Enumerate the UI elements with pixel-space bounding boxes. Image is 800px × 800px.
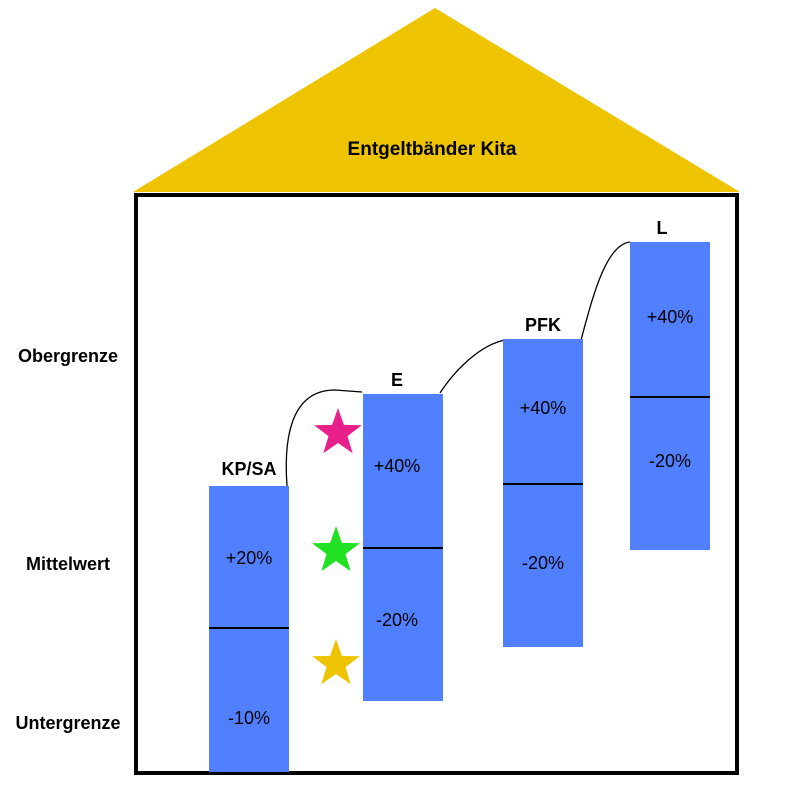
connector-kpsa-e [285,389,363,498]
house-roof [133,8,740,192]
band-name: E [391,370,403,390]
band-e: E +40% -20% [363,370,443,701]
band-l: L +40% -20% [630,218,710,550]
connector-pfk-l [580,241,631,341]
band-upper-pct: +40% [647,307,694,327]
side-label-obergrenze: Obergrenze [18,346,118,366]
band-lower-pct: -10% [228,708,270,728]
gold-star-icon [312,639,360,685]
band-lower-pct: -20% [376,610,418,630]
green-star-icon [312,526,360,572]
band-kp-sa: KP/SA +20% -10% [209,459,289,772]
band-name: PFK [525,315,561,335]
band-lower-pct: -20% [522,553,564,573]
band-upper-pct: +40% [520,398,567,418]
band-upper-pct: +20% [226,548,273,568]
band-name: KP/SA [221,459,276,479]
connector-e-pfk [439,339,506,394]
band-upper-pct: +40% [374,456,421,476]
side-label-untergrenze: Untergrenze [15,713,120,733]
house-frame [134,193,739,775]
side-label-mittelwert: Mittelwert [26,554,110,574]
band-name: L [657,218,668,238]
band-lower-pct: -20% [649,451,691,471]
band-pfk: PFK +40% -20% [503,315,583,647]
diagram-title: Entgeltbänder Kita [348,139,517,160]
magenta-star-icon [314,408,362,454]
band-bar [503,339,583,647]
